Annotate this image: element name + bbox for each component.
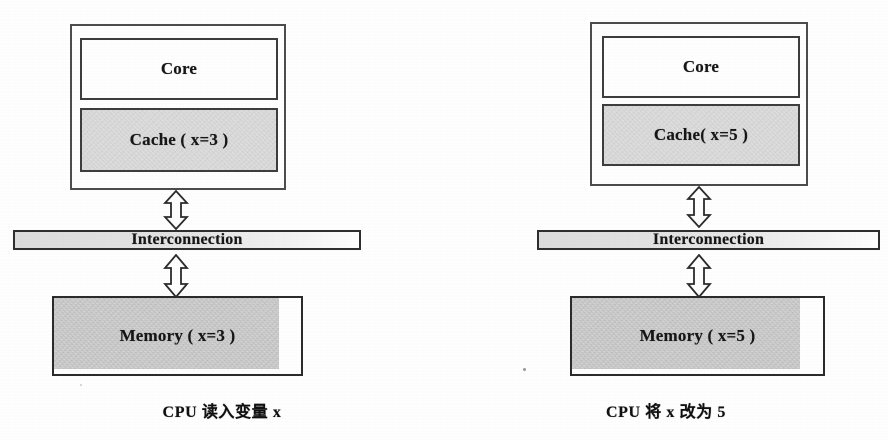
caption-left: CPU 读入变量 x: [162, 404, 282, 421]
cache-label: Cache ( x=3 ): [129, 130, 229, 149]
cpu-box-right: Core Cache( x=5 ): [590, 22, 808, 186]
panel-right: Core Cache( x=5 ) Interconnection Memory…: [444, 0, 888, 440]
panel-left: Core Cache ( x=3 ) Interconnection Memor…: [13, 24, 361, 421]
cache-label: Cache( x=5 ): [653, 125, 749, 144]
scan-speck: [80, 384, 82, 386]
interconnection-label: Interconnection: [131, 231, 243, 248]
memory-label: Memory ( x=5 ): [639, 326, 756, 345]
memory-box-right: Memory ( x=5 ): [570, 296, 825, 376]
interconnection-bar-left: Interconnection: [13, 230, 361, 250]
caption-right: CPU 将 x 改为 5: [605, 404, 727, 421]
core-label: Core: [682, 57, 720, 76]
cpu-box-left: Core Cache ( x=3 ): [70, 24, 286, 190]
memory-label: Memory ( x=3 ): [119, 326, 236, 345]
core-box-left: Core: [80, 38, 278, 100]
memory-fill: [54, 298, 279, 369]
interconnection-label: Interconnection: [652, 231, 765, 248]
arrow-cpu-to-interconnect-left: [163, 190, 189, 230]
interconnection-bar-right: Interconnection: [537, 230, 880, 250]
scan-speck: [523, 368, 526, 371]
cache-box-right: Cache( x=5 ): [602, 104, 800, 166]
core-box-right: Core: [602, 36, 800, 98]
arrow-cpu-to-interconnect-right: [686, 186, 712, 228]
core-label: Core: [160, 59, 198, 78]
memory-box-left: Memory ( x=3 ): [52, 296, 303, 376]
arrow-interconnect-to-memory-left: [163, 254, 189, 298]
cache-box-left: Cache ( x=3 ): [80, 108, 278, 172]
arrow-interconnect-to-memory-right: [686, 254, 712, 298]
memory-fill: [572, 298, 801, 369]
